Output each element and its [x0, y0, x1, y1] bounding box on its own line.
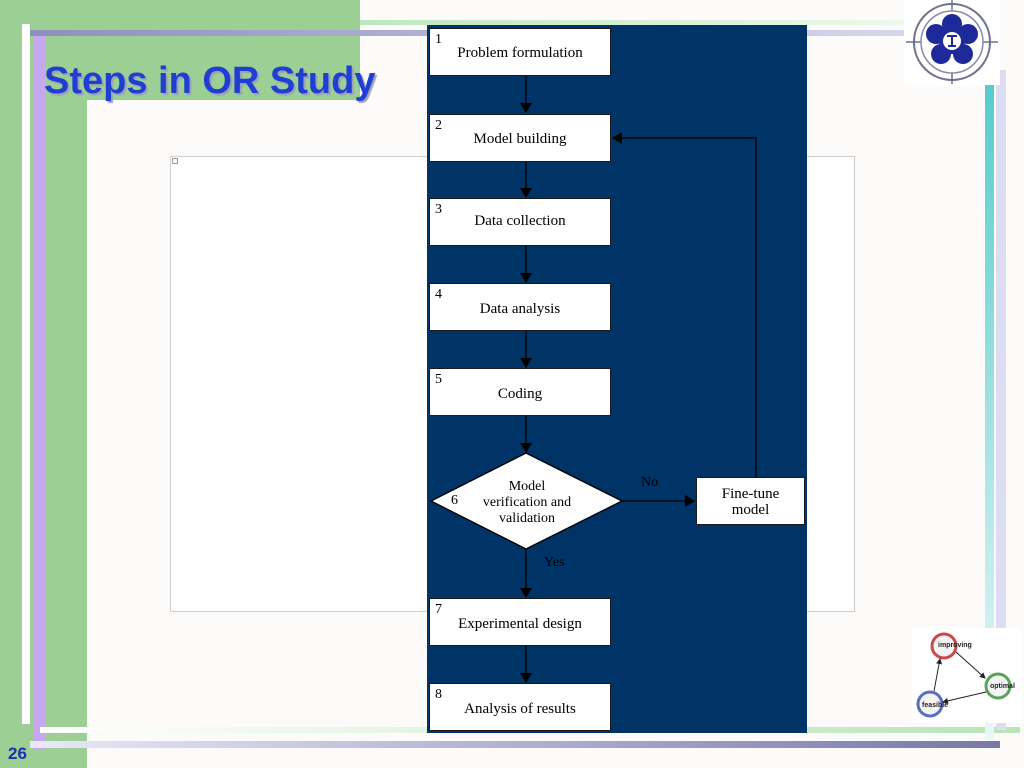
step-label: Coding — [497, 386, 543, 402]
cycle-label-feasible: feasible — [922, 702, 949, 709]
step-number: 4 — [435, 287, 442, 302]
decision-label: Model verification and validation — [457, 479, 597, 527]
decision-line-2: verification and — [482, 495, 572, 510]
edge-label-no: No — [641, 475, 659, 490]
step-label: Problem formulation — [457, 45, 583, 61]
edge-label-yes: Yes — [544, 555, 565, 570]
step-number: 2 — [435, 118, 442, 133]
flowchart-panel: 1 Problem formulation 2 Model building 3… — [427, 25, 807, 733]
fine-tune-line-1: Fine-tune — [721, 486, 780, 502]
step-label: Model building — [473, 131, 567, 147]
step-number: 5 — [435, 372, 442, 387]
decision-line-1: Model — [508, 479, 546, 494]
page-number: 26 — [8, 744, 27, 763]
slide-title: Steps in OR Study — [44, 60, 376, 102]
lavender-vertical-stripe — [34, 30, 45, 750]
step-box-1: 1 Problem formulation — [429, 28, 611, 76]
step-label: Data analysis — [479, 301, 561, 317]
step-number: 1 — [435, 32, 442, 47]
cycle-label-improving: improving — [938, 642, 972, 649]
green-top-band — [0, 0, 360, 100]
step-box-4: 4 Data analysis — [429, 283, 611, 331]
fine-tune-box: Fine-tune model — [696, 477, 805, 525]
step-number: 7 — [435, 602, 442, 617]
fine-tune-line-2: model — [731, 502, 770, 518]
step-number: 8 — [435, 687, 442, 702]
improving-cycle-logo: improving optimal feasible — [912, 628, 1022, 723]
decision-line-3: validation — [499, 511, 555, 526]
step-label: Data collection — [474, 213, 566, 229]
decision-number: 6 — [451, 493, 458, 508]
step-box-8: 8 Analysis of results — [429, 683, 611, 731]
step-label: Experimental design — [458, 616, 582, 632]
decision-diamond — [429, 452, 624, 550]
cycle-diagram-icon — [916, 632, 1012, 718]
flowchart-connectors — [429, 76, 757, 683]
step-box-2: 2 Model building — [429, 114, 611, 162]
step-number: 3 — [435, 202, 442, 217]
right-lavender-stripe — [996, 70, 1006, 730]
arrow-feedback — [612, 132, 757, 477]
step-box-3: 3 Data collection — [429, 198, 611, 246]
step-box-5: 5 Coding — [429, 368, 611, 416]
white-vertical-stripe — [22, 24, 30, 724]
bottom-gradient-line — [30, 741, 1000, 748]
top-green-line — [360, 20, 1000, 25]
cycle-label-optimal: optimal — [990, 683, 1015, 690]
university-seal-logo — [904, 0, 1000, 85]
frame-corner-icon — [172, 158, 178, 164]
step-label: Analysis of results — [464, 701, 576, 717]
right-teal-stripe — [985, 40, 994, 740]
step-box-7: 7 Experimental design — [429, 598, 611, 646]
seal-icon — [906, 0, 998, 84]
